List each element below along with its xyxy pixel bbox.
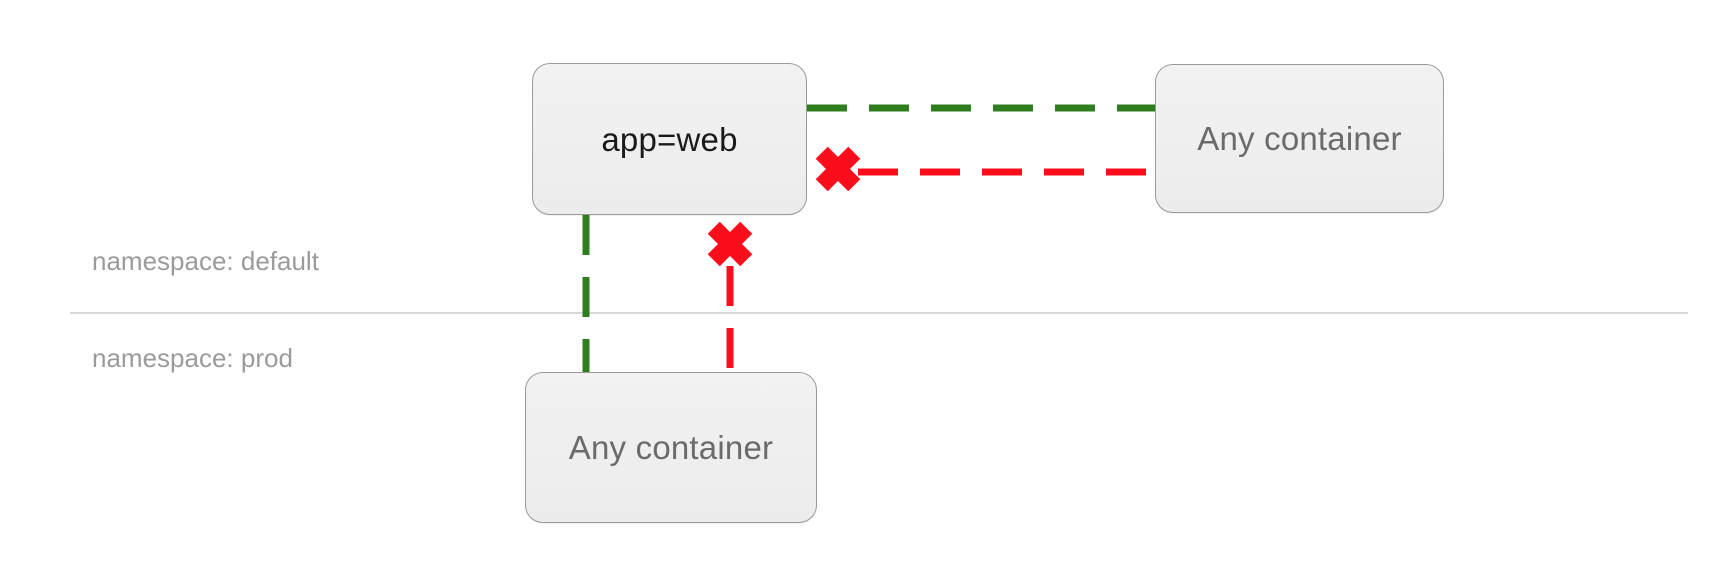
node-any-container-bottom[interactable]: Any container (525, 372, 817, 523)
node-any-container-right[interactable]: Any container (1155, 64, 1444, 213)
block-marker-vertical-x-icon (707, 221, 753, 267)
zone-label-prod: namespace: prod (92, 343, 293, 373)
zone-label-default: namespace: default (92, 246, 319, 276)
node-app-web-label: app=web (601, 120, 738, 158)
block-marker-horizontal-x-icon (815, 146, 861, 192)
node-any-container-right-label: Any container (1197, 120, 1402, 157)
node-app-web[interactable]: app=web (532, 63, 807, 215)
node-any-container-bottom-label: Any container (568, 429, 774, 466)
